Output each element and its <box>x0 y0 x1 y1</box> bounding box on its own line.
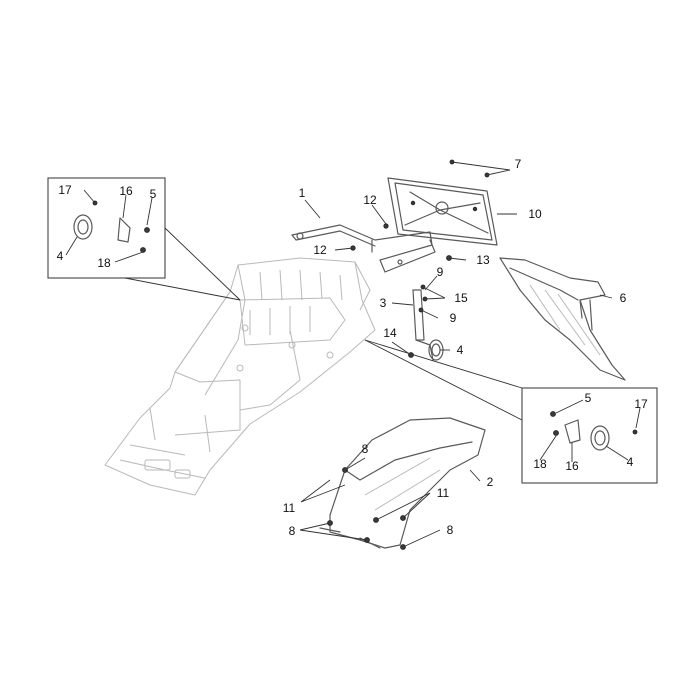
inset-right <box>364 339 658 484</box>
callout-5-left: 5 <box>150 187 157 201</box>
callout-4-right: 4 <box>627 455 634 469</box>
callout-4-left: 4 <box>57 249 64 263</box>
callout-8-right: 8 <box>447 523 454 537</box>
callout-11-right: 11 <box>437 486 450 500</box>
callout-labels: 1 2 3 4 6 7 8 8 8 9 9 10 11 11 12 12 13 … <box>57 157 648 538</box>
callout-10: 10 <box>528 207 542 221</box>
callout-14: 14 <box>383 326 397 340</box>
callout-11-left: 11 <box>283 501 296 515</box>
plate-bracket <box>291 223 452 273</box>
callout-6: 6 <box>620 291 627 305</box>
callout-5-right: 5 <box>585 391 592 405</box>
callout-18-right: 18 <box>533 457 547 471</box>
callout-9-lower: 9 <box>450 311 457 325</box>
callout-1: 1 <box>299 186 306 200</box>
callout-7: 7 <box>515 157 522 171</box>
callout-4-center: 4 <box>457 343 464 357</box>
callout-8-top: 8 <box>362 442 369 456</box>
callout-8-left: 8 <box>289 524 296 538</box>
callout-3: 3 <box>380 296 387 310</box>
callout-2: 2 <box>487 475 494 489</box>
rear-frame-ghost <box>104 257 376 496</box>
callout-17-left: 17 <box>58 183 72 197</box>
callout-13: 13 <box>476 253 490 267</box>
indicator-assembly-center <box>408 284 444 361</box>
callout-15: 15 <box>454 291 468 305</box>
leader-lines <box>65 161 641 548</box>
callout-18-left: 18 <box>97 256 111 270</box>
rear-hugger <box>319 417 486 550</box>
callout-9-upper: 9 <box>437 265 444 279</box>
callout-12-upper: 12 <box>363 193 377 207</box>
rear-mudguard <box>499 257 626 381</box>
inset-left <box>47 177 241 301</box>
callout-17-right: 17 <box>634 397 648 411</box>
callout-16-left: 16 <box>119 184 133 198</box>
callout-16-right: 16 <box>565 459 579 473</box>
callout-12-lower: 12 <box>313 243 327 257</box>
licence-plate-holder <box>387 159 498 246</box>
